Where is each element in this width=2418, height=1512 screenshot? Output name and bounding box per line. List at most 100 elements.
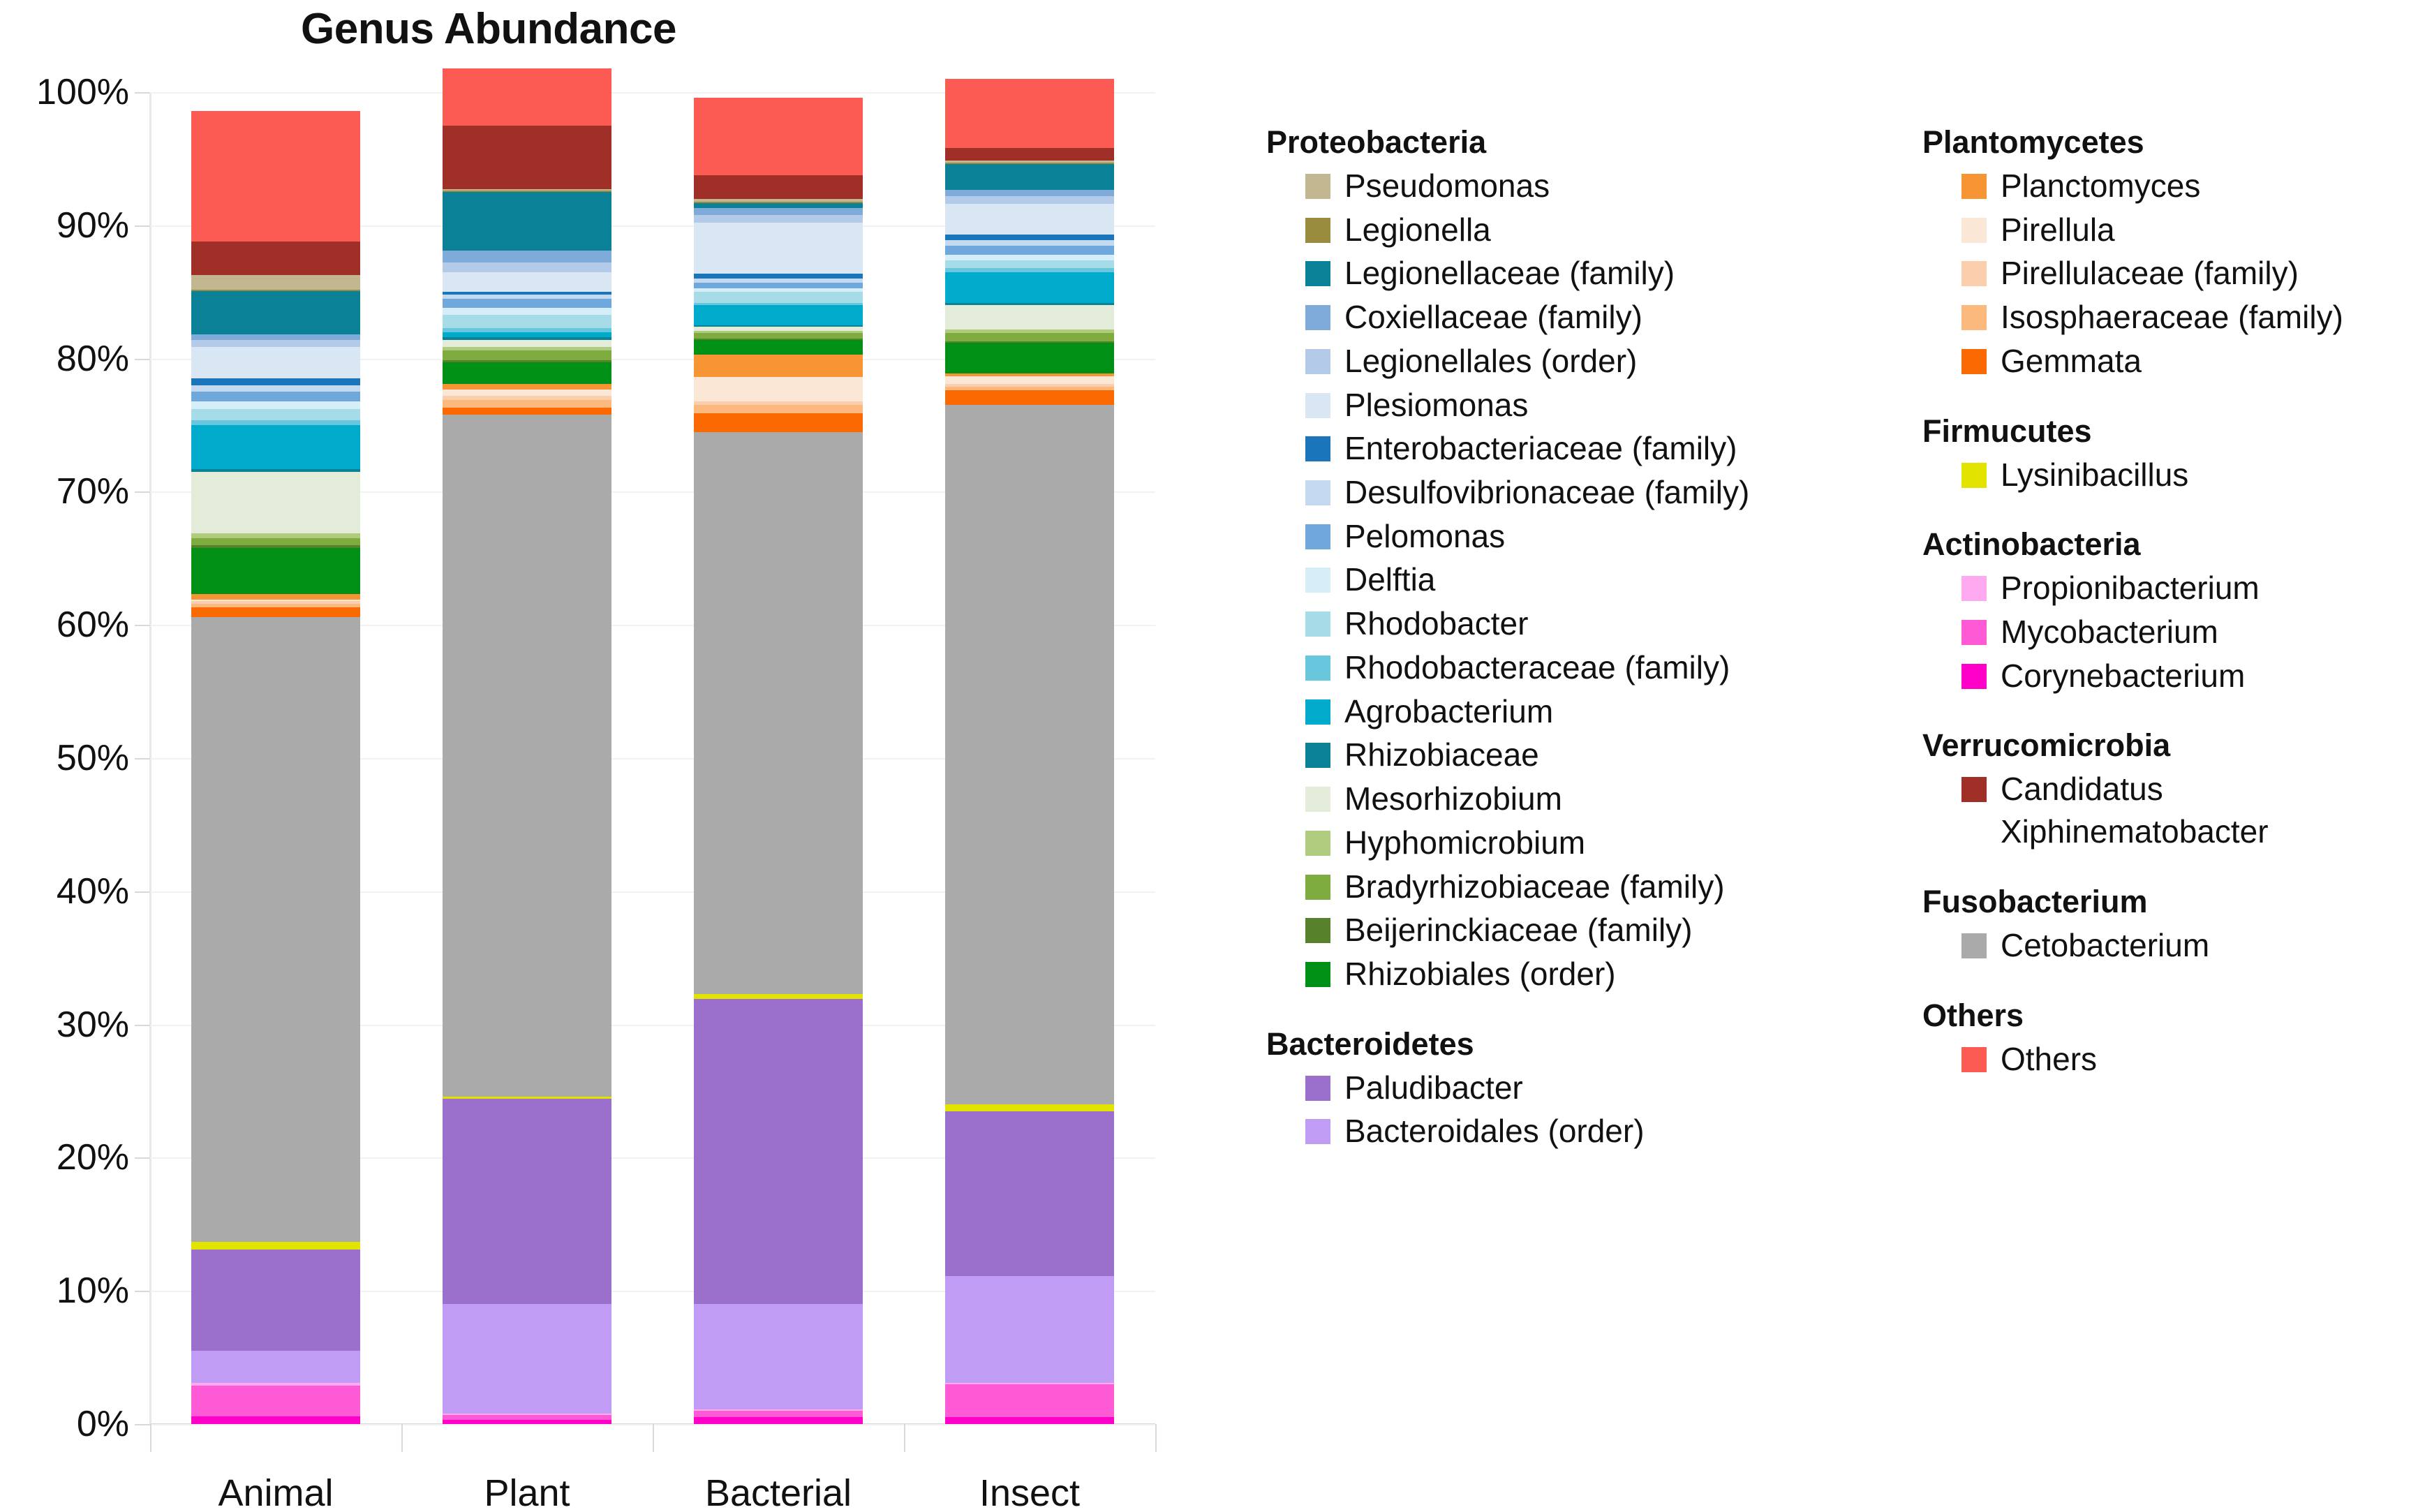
bar-segment[interactable]	[694, 302, 863, 306]
legend-item[interactable]: Mesorhizobium	[1249, 778, 1892, 820]
bar-segment[interactable]	[191, 469, 360, 472]
bar-segment[interactable]	[694, 202, 863, 209]
bar-segment[interactable]	[945, 341, 1114, 343]
legend-item[interactable]: Delftia	[1249, 558, 1892, 601]
bar-segment[interactable]	[694, 279, 863, 283]
bar-segment[interactable]	[191, 392, 360, 401]
bar-segment[interactable]	[694, 1304, 863, 1410]
bar-segment[interactable]	[694, 431, 863, 994]
bar-segment[interactable]	[694, 1410, 863, 1418]
bar-segment[interactable]	[945, 1111, 1114, 1277]
bar-segment[interactable]	[191, 290, 360, 335]
bar-segment[interactable]	[443, 192, 611, 251]
bar-segment[interactable]	[945, 305, 1114, 329]
legend-item[interactable]: Desulfovibrionaceae (family)	[1249, 471, 1892, 514]
bar-segment[interactable]	[694, 413, 863, 432]
bar-segment[interactable]	[443, 1413, 611, 1415]
legend-item[interactable]: Pirellulaceae (family)	[1906, 252, 2418, 295]
bar-segment[interactable]	[443, 1414, 611, 1421]
bar-segment[interactable]	[945, 268, 1114, 272]
legend-item[interactable]: Planctomyces	[1906, 165, 2418, 207]
legend-item[interactable]: Pelomonas	[1249, 515, 1892, 558]
bar-segment[interactable]	[694, 288, 863, 292]
legend-item[interactable]: Corynebacterium	[1906, 655, 2418, 697]
bar-segment[interactable]	[191, 471, 360, 533]
bar-segment[interactable]	[945, 148, 1114, 161]
bar-segment[interactable]	[191, 600, 360, 604]
bar-segment[interactable]	[694, 208, 863, 215]
bar-segment[interactable]	[443, 272, 611, 292]
bar-segment[interactable]	[694, 339, 863, 355]
bar-segment[interactable]	[443, 1099, 611, 1305]
bar-segment[interactable]	[443, 350, 611, 360]
legend-item[interactable]: Candidatus Xiphinematobacter	[1906, 768, 2418, 852]
bar-segment[interactable]	[191, 334, 360, 341]
bar-segment[interactable]	[694, 405, 863, 413]
bar-segment[interactable]	[694, 305, 863, 326]
bar-segment[interactable]	[443, 396, 611, 400]
bar-segment[interactable]	[191, 1382, 360, 1386]
bar-segment[interactable]	[191, 616, 360, 1242]
bar-segment[interactable]	[945, 302, 1114, 306]
bar-segment[interactable]	[191, 346, 360, 379]
bar-segment[interactable]	[945, 204, 1114, 235]
legend-item[interactable]: Cetobacterium	[1906, 924, 2418, 967]
bar-segment[interactable]	[945, 333, 1114, 341]
legend-item[interactable]: Pirellula	[1906, 209, 2418, 251]
bar-segment[interactable]	[191, 1385, 360, 1416]
bar-segment[interactable]	[694, 97, 863, 175]
bar-segment[interactable]	[945, 1104, 1114, 1111]
bar-segment[interactable]	[945, 373, 1114, 376]
legend-item[interactable]: Pseudomonas	[1249, 165, 1892, 207]
bar-segment[interactable]	[443, 383, 611, 390]
bar-segment[interactable]	[191, 110, 360, 242]
bar-segment[interactable]	[694, 330, 863, 334]
bar-segment[interactable]	[443, 399, 611, 408]
bar-segment[interactable]	[945, 390, 1114, 406]
bar-segment[interactable]	[191, 340, 360, 347]
bar-segment[interactable]	[945, 235, 1114, 240]
bar-segment[interactable]	[191, 533, 360, 539]
bar-segment[interactable]	[945, 386, 1114, 391]
bar-segment[interactable]	[191, 603, 360, 608]
bar-segment[interactable]	[945, 342, 1114, 373]
bar-segment[interactable]	[443, 414, 611, 1097]
legend-item[interactable]: Rhodobacter	[1249, 602, 1892, 645]
bar-segment[interactable]	[694, 214, 863, 223]
legend-item[interactable]: Hyphomicrobium	[1249, 822, 1892, 864]
bar-segment[interactable]	[191, 607, 360, 617]
bar-segment[interactable]	[443, 125, 611, 190]
bar-segment[interactable]	[191, 1351, 360, 1383]
bar-segment[interactable]	[694, 1417, 863, 1424]
bar-segment[interactable]	[191, 378, 360, 385]
bar-segment[interactable]	[945, 160, 1114, 163]
legend-item[interactable]: Bradyrhizobiaceae (family)	[1249, 866, 1892, 908]
bar-segment[interactable]	[443, 298, 611, 309]
bar-segment[interactable]	[443, 1420, 611, 1424]
bar-segment[interactable]	[694, 333, 863, 339]
legend-item[interactable]: Gemmata	[1906, 340, 2418, 383]
legend-item[interactable]: Legionellales (order)	[1249, 340, 1892, 383]
bar-segment[interactable]	[694, 201, 863, 203]
bar-segment[interactable]	[694, 273, 863, 279]
bar-segment[interactable]	[191, 420, 360, 426]
bar-segment[interactable]	[694, 354, 863, 378]
bar-segment[interactable]	[443, 191, 611, 193]
bar-segment[interactable]	[694, 175, 863, 199]
bar-segment[interactable]	[945, 383, 1114, 387]
legend-item[interactable]: Paludibacter	[1249, 1067, 1892, 1109]
bar-segment[interactable]	[443, 314, 611, 328]
bar-segment[interactable]	[443, 346, 611, 351]
bar-segment[interactable]	[945, 245, 1114, 255]
bar-segment[interactable]	[694, 292, 863, 303]
bar-segment[interactable]	[945, 1276, 1114, 1383]
bar-segment[interactable]	[945, 1384, 1114, 1418]
bar-segment[interactable]	[443, 308, 611, 315]
bar-segment[interactable]	[443, 337, 611, 340]
bar-segment[interactable]	[694, 326, 863, 331]
bar-segment[interactable]	[191, 547, 360, 595]
bar-segment[interactable]	[191, 274, 360, 290]
bar-segment[interactable]	[191, 1241, 360, 1250]
bar-segment[interactable]	[694, 993, 863, 1000]
stacked-bar[interactable]	[945, 79, 1114, 1424]
